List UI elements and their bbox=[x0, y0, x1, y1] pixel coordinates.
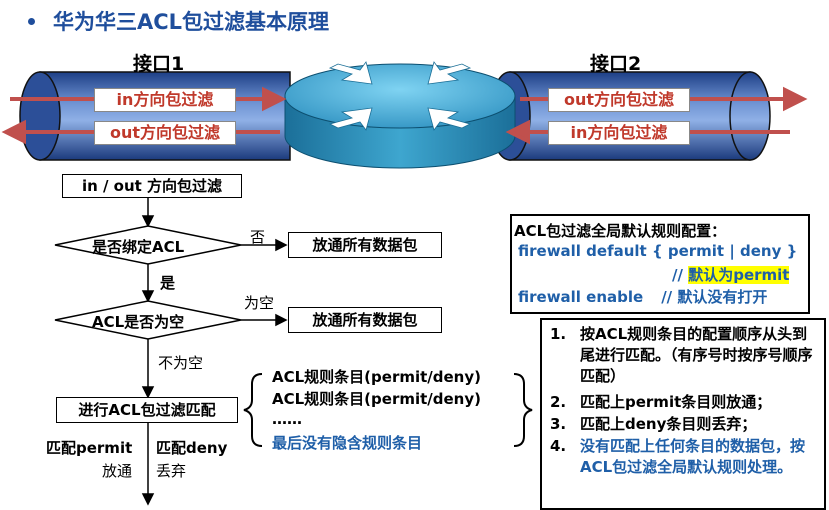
interface-1-label: 接口1 bbox=[133, 53, 185, 75]
step-number: 1. bbox=[550, 325, 567, 343]
start-box: in / out 方向包过滤 bbox=[62, 174, 242, 198]
network-graphic bbox=[1, 61, 808, 169]
config-line-default: firewall default { permit | deny } bbox=[518, 242, 798, 260]
enable-comment: // 默认没有打开 bbox=[661, 288, 768, 306]
step-number: 4. bbox=[550, 437, 567, 455]
title-text: 华为华三ACL包过滤基本原理 bbox=[53, 10, 330, 34]
decision2-empty-label: 为空 bbox=[244, 294, 275, 312]
decision-bind-acl: 是否绑定ACL bbox=[92, 238, 185, 256]
match-deny-label: 匹配deny bbox=[156, 439, 228, 457]
config-heading: ACL包过滤全局默认规则配置： bbox=[514, 222, 727, 240]
step-text: 没有匹配上任何条目的数据包，按ACL包过滤全局默认规则处理。 bbox=[580, 437, 806, 476]
rule-item: …… bbox=[272, 410, 302, 428]
config-line-enable: firewall enable // 默认没有打开 bbox=[518, 286, 767, 307]
default-permit-highlight: 默认为permit bbox=[688, 266, 790, 284]
step-item: 4. 没有匹配上任何条目的数据包，按ACL包过滤全局默认规则处理。 bbox=[550, 436, 815, 478]
match-permit-label: 匹配permit bbox=[46, 439, 133, 457]
step-item: 1. 按ACL规则条目的配置顺序从头到尾进行匹配。（有序号时按序号顺序匹配） bbox=[550, 324, 815, 387]
step-text: 匹配上permit条目则放通； bbox=[580, 393, 772, 411]
bullet-icon bbox=[28, 17, 35, 25]
rule-item: ACL规则条目(permit/deny) bbox=[272, 368, 481, 386]
result-deny-label: 丢弃 bbox=[156, 462, 187, 480]
step-item: 3. 匹配上deny条目则丢弃； bbox=[550, 414, 815, 435]
right-in-filter: in方向包过滤 bbox=[548, 121, 690, 145]
step-item: 2. 匹配上permit条目则放通； bbox=[550, 392, 815, 413]
left-brace bbox=[243, 373, 263, 447]
rule-item-implicit: 最后没有隐含规则条目 bbox=[272, 434, 423, 452]
decision1-no-label: 否 bbox=[250, 228, 266, 246]
rule-item: ACL规则条目(permit/deny) bbox=[272, 390, 481, 408]
page-title: 华为华三ACL包过滤基本原理 bbox=[8, 6, 329, 36]
decision1-yes-label: 是 bbox=[160, 274, 176, 292]
step-text: 匹配上deny条目则丢弃； bbox=[580, 415, 757, 433]
enable-cmd: firewall enable bbox=[518, 288, 644, 306]
result-permit-label: 放通 bbox=[102, 462, 133, 480]
step-number: 3. bbox=[550, 415, 567, 433]
pass-all-box-1: 放通所有数据包 bbox=[288, 232, 442, 258]
right-brace bbox=[513, 373, 533, 447]
pass-all-box-2: 放通所有数据包 bbox=[288, 307, 442, 333]
config-line-comment: // 默认为permit bbox=[672, 264, 790, 285]
router-icon bbox=[284, 61, 516, 169]
right-out-filter: out方向包过滤 bbox=[548, 88, 690, 112]
left-in-filter: in方向包过滤 bbox=[94, 88, 236, 112]
rules-list: ACL规则条目(permit/deny) ACL规则条目(permit/deny… bbox=[272, 366, 522, 456]
comment-prefix: // bbox=[672, 266, 683, 284]
process-box: 进行ACL包过滤匹配 bbox=[56, 397, 238, 423]
left-out-filter: out方向包过滤 bbox=[94, 121, 236, 145]
interface-2-label: 接口2 bbox=[590, 53, 642, 75]
step-number: 2. bbox=[550, 393, 567, 411]
steps-box: 1. 按ACL规则条目的配置顺序从头到尾进行匹配。（有序号时按序号顺序匹配） 2.… bbox=[540, 318, 826, 510]
left-pipe bbox=[19, 71, 291, 161]
config-box: ACL包过滤全局默认规则配置： firewall default { permi… bbox=[510, 214, 810, 314]
step-text: 按ACL规则条目的配置顺序从头到尾进行匹配。（有序号时按序号顺序匹配） bbox=[580, 325, 813, 385]
decision-acl-empty: ACL是否为空 bbox=[92, 313, 185, 331]
decision2-not-empty-label: 不为空 bbox=[158, 354, 204, 372]
